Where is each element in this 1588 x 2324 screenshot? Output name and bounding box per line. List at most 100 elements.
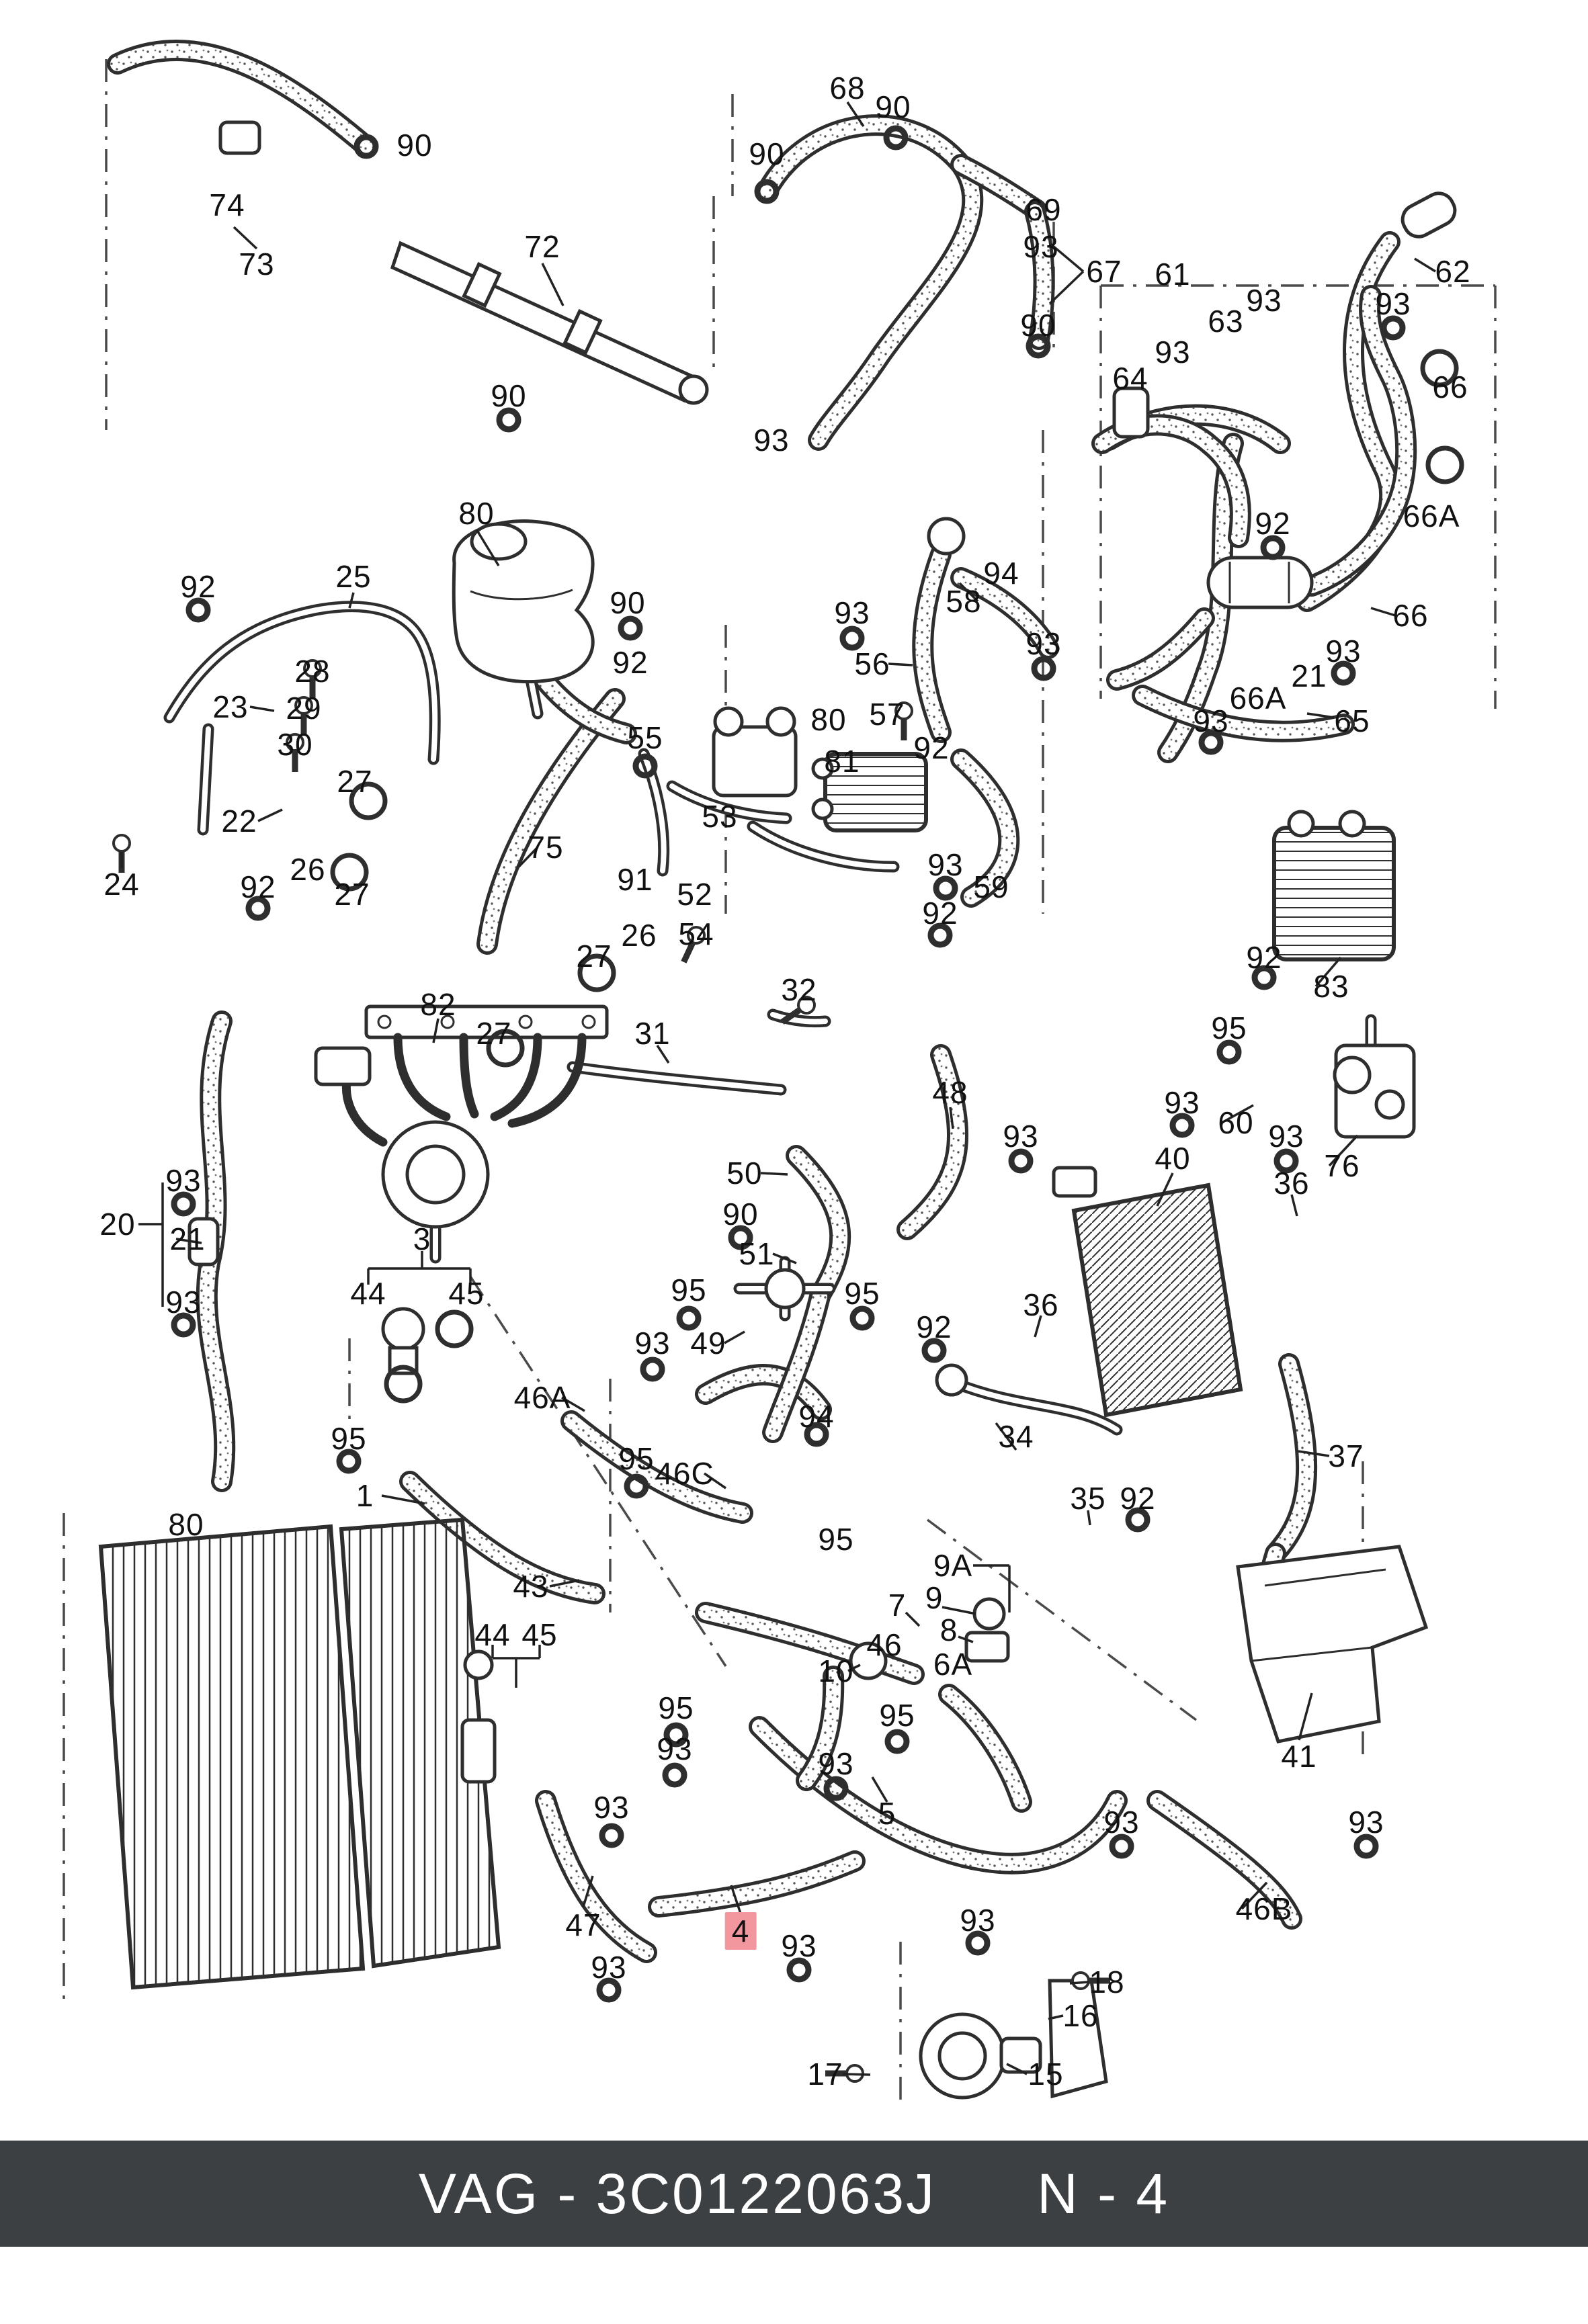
part-label-16[interactable]: 16 [1062, 1998, 1099, 2033]
part-label-26[interactable]: 26 [621, 918, 657, 953]
part-label-93[interactable]: 93 [1003, 1119, 1039, 1154]
part-label-61[interactable]: 61 [1155, 257, 1191, 292]
part-label-51[interactable]: 51 [739, 1236, 775, 1271]
part-label-95[interactable]: 95 [1211, 1010, 1247, 1045]
part-label-66[interactable]: 66 [1432, 370, 1468, 404]
part-label-92[interactable]: 92 [916, 1309, 952, 1344]
part-label-66A[interactable]: 66A [1403, 499, 1460, 533]
part-label-94[interactable]: 94 [983, 556, 1019, 591]
part-label-68[interactable]: 68 [829, 71, 866, 105]
part-label-47[interactable]: 47 [565, 1907, 601, 1942]
part-label-92[interactable]: 92 [1246, 940, 1282, 975]
part-label-93[interactable]: 93 [1348, 1805, 1384, 1840]
part-label-82[interactable]: 82 [420, 987, 456, 1022]
part-label-72[interactable]: 72 [524, 229, 560, 264]
part-label-52[interactable]: 52 [677, 877, 713, 912]
part-label-92[interactable]: 92 [240, 869, 276, 904]
part-label-91[interactable]: 91 [617, 862, 653, 897]
part-label-57[interactable]: 57 [869, 697, 905, 732]
part-label-63[interactable]: 63 [1208, 304, 1244, 339]
part-label-93[interactable]: 93 [593, 1790, 630, 1825]
part-label-54[interactable]: 54 [678, 916, 714, 951]
part-label-75[interactable]: 75 [528, 830, 564, 865]
part-label-4[interactable]: 4 [724, 1912, 757, 1950]
part-label-41[interactable]: 41 [1281, 1739, 1317, 1774]
part-label-21[interactable]: 21 [169, 1221, 206, 1256]
part-label-93[interactable]: 93 [165, 1285, 202, 1320]
part-label-5[interactable]: 5 [878, 1796, 896, 1831]
part-label-55[interactable]: 55 [627, 720, 663, 755]
part-label-37[interactable]: 37 [1328, 1438, 1364, 1473]
part-label-40[interactable]: 40 [1155, 1141, 1191, 1176]
part-label-9A[interactable]: 9A [933, 1548, 973, 1583]
part-label-18[interactable]: 18 [1089, 1965, 1125, 1999]
part-label-90[interactable]: 90 [610, 585, 646, 620]
part-label-35[interactable]: 35 [1070, 1481, 1106, 1516]
part-label-60[interactable]: 60 [1218, 1105, 1254, 1140]
part-label-24[interactable]: 24 [103, 867, 140, 902]
part-label-93[interactable]: 93 [1023, 229, 1059, 264]
part-label-74[interactable]: 74 [209, 187, 245, 222]
part-label-66A[interactable]: 66A [1229, 681, 1287, 716]
part-label-93[interactable]: 93 [165, 1163, 202, 1198]
part-label-46[interactable]: 46 [866, 1627, 903, 1662]
part-label-46B[interactable]: 46B [1235, 1891, 1293, 1926]
part-label-90[interactable]: 90 [722, 1197, 759, 1232]
part-label-83[interactable]: 83 [1313, 969, 1349, 1004]
part-label-17[interactable]: 17 [807, 2057, 843, 2092]
part-label-93[interactable]: 93 [1375, 286, 1411, 321]
part-label-80[interactable]: 80 [168, 1507, 204, 1542]
part-label-92[interactable]: 92 [922, 896, 958, 931]
part-label-93[interactable]: 93 [960, 1903, 996, 1938]
part-label-27[interactable]: 27 [337, 764, 373, 799]
part-label-34[interactable]: 34 [998, 1419, 1034, 1454]
part-label-29[interactable]: 29 [286, 691, 322, 726]
part-label-93[interactable]: 93 [1325, 634, 1362, 669]
part-label-76[interactable]: 76 [1324, 1148, 1360, 1183]
part-label-80[interactable]: 80 [458, 496, 495, 531]
part-label-92[interactable]: 92 [612, 645, 649, 680]
part-label-95[interactable]: 95 [671, 1273, 707, 1307]
part-label-3[interactable]: 3 [413, 1221, 431, 1256]
part-label-27[interactable]: 27 [576, 939, 612, 974]
part-label-81[interactable]: 81 [824, 744, 860, 779]
part-label-93[interactable]: 93 [1193, 703, 1229, 738]
part-label-49[interactable]: 49 [690, 1326, 726, 1361]
part-label-1[interactable]: 1 [356, 1478, 374, 1513]
part-label-36[interactable]: 36 [1023, 1287, 1059, 1322]
part-label-44[interactable]: 44 [350, 1276, 386, 1311]
part-label-31[interactable]: 31 [634, 1016, 671, 1051]
part-label-56[interactable]: 56 [854, 646, 890, 681]
part-label-67[interactable]: 67 [1086, 254, 1122, 289]
part-label-95[interactable]: 95 [879, 1698, 915, 1733]
part-label-22[interactable]: 22 [221, 804, 257, 838]
part-label-46A[interactable]: 46A [513, 1380, 571, 1415]
part-label-20[interactable]: 20 [99, 1207, 136, 1242]
part-label-66[interactable]: 66 [1392, 598, 1429, 633]
part-label-23[interactable]: 23 [212, 689, 249, 724]
part-label-43[interactable]: 43 [513, 1569, 549, 1604]
part-label-44[interactable]: 44 [474, 1617, 511, 1652]
part-label-95[interactable]: 95 [331, 1421, 367, 1456]
part-label-27[interactable]: 27 [334, 877, 370, 912]
part-label-69[interactable]: 69 [1026, 192, 1062, 227]
part-label-65[interactable]: 65 [1334, 703, 1370, 738]
part-label-58[interactable]: 58 [946, 584, 982, 619]
part-label-93[interactable]: 93 [1026, 626, 1062, 661]
part-label-36[interactable]: 36 [1273, 1166, 1310, 1201]
part-label-80[interactable]: 80 [810, 702, 847, 737]
part-label-21[interactable]: 21 [1291, 658, 1327, 693]
part-label-93[interactable]: 93 [1155, 335, 1191, 370]
part-label-90[interactable]: 90 [875, 89, 911, 124]
part-label-53[interactable]: 53 [702, 799, 738, 834]
part-label-93[interactable]: 93 [634, 1326, 671, 1361]
part-label-90[interactable]: 90 [396, 128, 433, 163]
part-label-45[interactable]: 45 [448, 1276, 485, 1311]
part-label-45[interactable]: 45 [521, 1617, 558, 1652]
part-label-59[interactable]: 59 [973, 869, 1009, 904]
part-label-93[interactable]: 93 [657, 1731, 693, 1766]
part-label-90[interactable]: 90 [1020, 308, 1056, 343]
part-label-73[interactable]: 73 [239, 247, 275, 282]
part-label-93[interactable]: 93 [1268, 1119, 1304, 1154]
part-label-93[interactable]: 93 [1103, 1805, 1140, 1840]
